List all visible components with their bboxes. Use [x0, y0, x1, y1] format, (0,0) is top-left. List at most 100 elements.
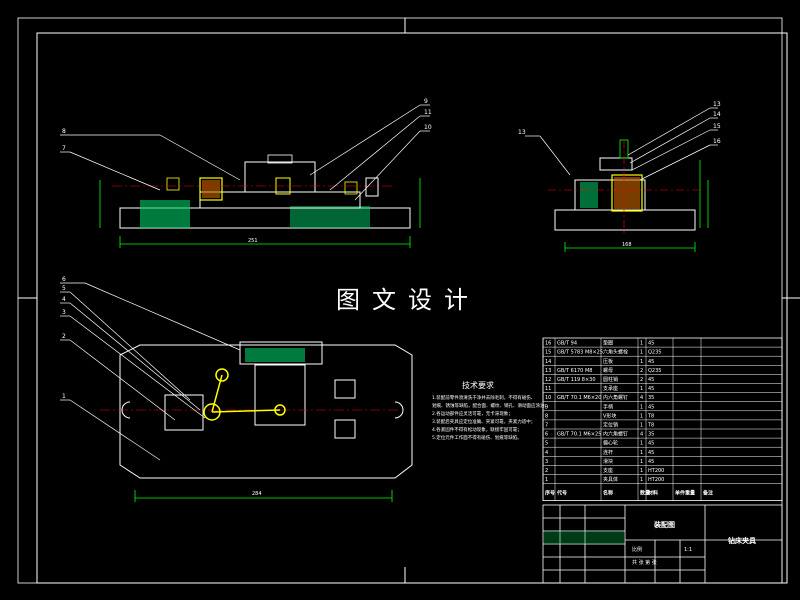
callout-3: 3	[62, 309, 66, 316]
bom-cell: GB/T 119 8×30	[557, 377, 596, 383]
bom-cell: 11	[545, 386, 551, 392]
top-center-block	[254, 364, 306, 426]
front-yellow-screw	[166, 177, 180, 191]
bom-cell: GB/T 70.1 M6×25	[557, 432, 601, 438]
bom-cell: GB/T 94	[557, 341, 577, 347]
bom-cell: 2	[640, 377, 643, 383]
callout-1: 1	[62, 393, 66, 400]
top-base-outline	[119, 344, 413, 479]
bom-cell: 螺母	[603, 367, 613, 374]
bom-cell: 1	[640, 404, 643, 410]
bom-cell: 支座	[603, 467, 613, 474]
bom-cell: 定位销	[603, 422, 618, 429]
bom-cell: 8	[545, 413, 548, 419]
bom-cell: 35	[648, 395, 654, 401]
scale-label: 比例	[632, 546, 642, 553]
bom-cell: 12	[545, 377, 551, 383]
callout-6: 6	[62, 276, 66, 283]
callout-16: 16	[713, 138, 721, 145]
bom-cell: 内六角螺钉	[603, 394, 628, 401]
bom-cell: 7	[545, 423, 548, 429]
bom-cell: 1	[640, 413, 643, 419]
sheet-frame	[17, 17, 800, 584]
front-yellow-fill	[202, 180, 220, 198]
bom-cell: 10	[545, 395, 551, 401]
front-dimensions	[99, 178, 421, 248]
callout-4: 4	[62, 296, 66, 303]
tech-line-3: 2.各运动部件应灵活可靠，无卡滞现象；	[432, 410, 513, 417]
bom-cell: HT200	[648, 477, 664, 483]
bom-cell: GB/T 6170 M8	[557, 368, 592, 374]
bom-header-cell: 备注	[702, 490, 713, 497]
bom-header-cell: 材料	[648, 490, 658, 497]
bom-cell: 6	[545, 432, 548, 438]
top-linkage	[203, 368, 286, 421]
bom-cell: 2	[640, 368, 643, 374]
bom-cell: 六角头螺栓	[603, 349, 628, 356]
top-right-block	[334, 379, 356, 399]
bom-header-cell: 名称	[603, 490, 613, 497]
bom-cell: 45	[648, 441, 654, 447]
drawing-title: 钻床夹具	[728, 536, 756, 545]
bom-cell: 1	[640, 350, 643, 356]
bom-cell: 45	[648, 450, 654, 456]
tech-line-4: 3.装配后夹具应定位准确、夹紧可靠，夹紧力适中；	[432, 418, 535, 425]
front-yellow-right	[344, 181, 358, 195]
bom-cell: 1	[640, 450, 643, 456]
bom-cell: GB/T 5783 M8×25	[557, 350, 603, 356]
watermark-text: 图文设计	[336, 286, 480, 314]
callout-8: 8	[62, 128, 66, 135]
side-yellow-fill	[614, 177, 640, 209]
bom-cell: HT200	[648, 468, 664, 474]
bom-cell: 45	[648, 459, 654, 465]
bom-cell: 45	[648, 404, 654, 410]
bom-cell: 压板	[603, 358, 613, 365]
side-width-dimension: 168	[622, 242, 632, 248]
drawing-name: 装配图	[653, 520, 675, 529]
callout-14: 14	[713, 111, 721, 118]
bom-cell: 手柄	[603, 403, 613, 410]
callout-13-left: 13	[518, 129, 526, 136]
bom-cell: 1	[545, 477, 548, 483]
bom-cell: T8	[647, 413, 654, 419]
top-right-block-2	[334, 419, 356, 439]
bom-cell: Q235	[648, 368, 661, 374]
bom-cell: GB/T 70.1 M6×20	[557, 395, 601, 401]
tech-line-5: 4.各紧固件不得有松动现象，联接牢固可靠；	[432, 426, 522, 433]
top-width-dimension: 284	[252, 491, 262, 497]
top-hatch	[245, 348, 305, 362]
callout-9: 9	[424, 98, 428, 105]
bom-cell: 1	[640, 468, 643, 474]
top-block	[239, 341, 323, 365]
bom-cell: 1	[640, 441, 643, 447]
bom-cell: 内六角螺钉	[603, 431, 628, 438]
bom-header-cell: 代号	[556, 490, 567, 497]
scale-value: 1:1	[684, 547, 692, 553]
side-view: 168 13 13 14 15 16	[518, 101, 721, 252]
bom-cell: 1	[640, 423, 643, 429]
bom-cell: 2	[545, 468, 548, 474]
bom-header-cell: 数量	[640, 490, 650, 497]
title-block-green	[544, 531, 624, 544]
tech-line-2: 划痕、锈蚀等缺陷，配合面、螺纹、销孔、滑动面应涂油；	[432, 402, 549, 409]
bom-header-cell: 序号	[544, 490, 555, 497]
bom-cell: T8	[647, 423, 654, 429]
front-upper-block	[244, 161, 316, 193]
callout-10: 10	[424, 124, 432, 131]
front-hatch-right	[290, 206, 370, 228]
bom-cell: Q235	[648, 350, 661, 356]
front-knob	[365, 177, 379, 197]
tech-line-1: 1.装配前零件须清洗干净并去除毛刺，不得有碰伤、	[432, 394, 535, 401]
bom-cell: 1	[640, 359, 643, 365]
tech-title: 技术要求	[462, 380, 494, 390]
callout-15: 15	[713, 123, 721, 130]
bom-cell: 偏心轮	[603, 440, 618, 447]
front-hatch-left	[140, 200, 190, 228]
bom-cell: 45	[648, 341, 654, 347]
bom-header-cell: 单件重量	[675, 490, 695, 497]
tech-requirements: 技术要求 1.装配前零件须清洗干净并去除毛刺，不得有碰伤、 划痕、锈蚀等缺陷，配…	[432, 380, 549, 441]
side-body	[574, 179, 646, 211]
bom-cell: 1	[640, 386, 643, 392]
